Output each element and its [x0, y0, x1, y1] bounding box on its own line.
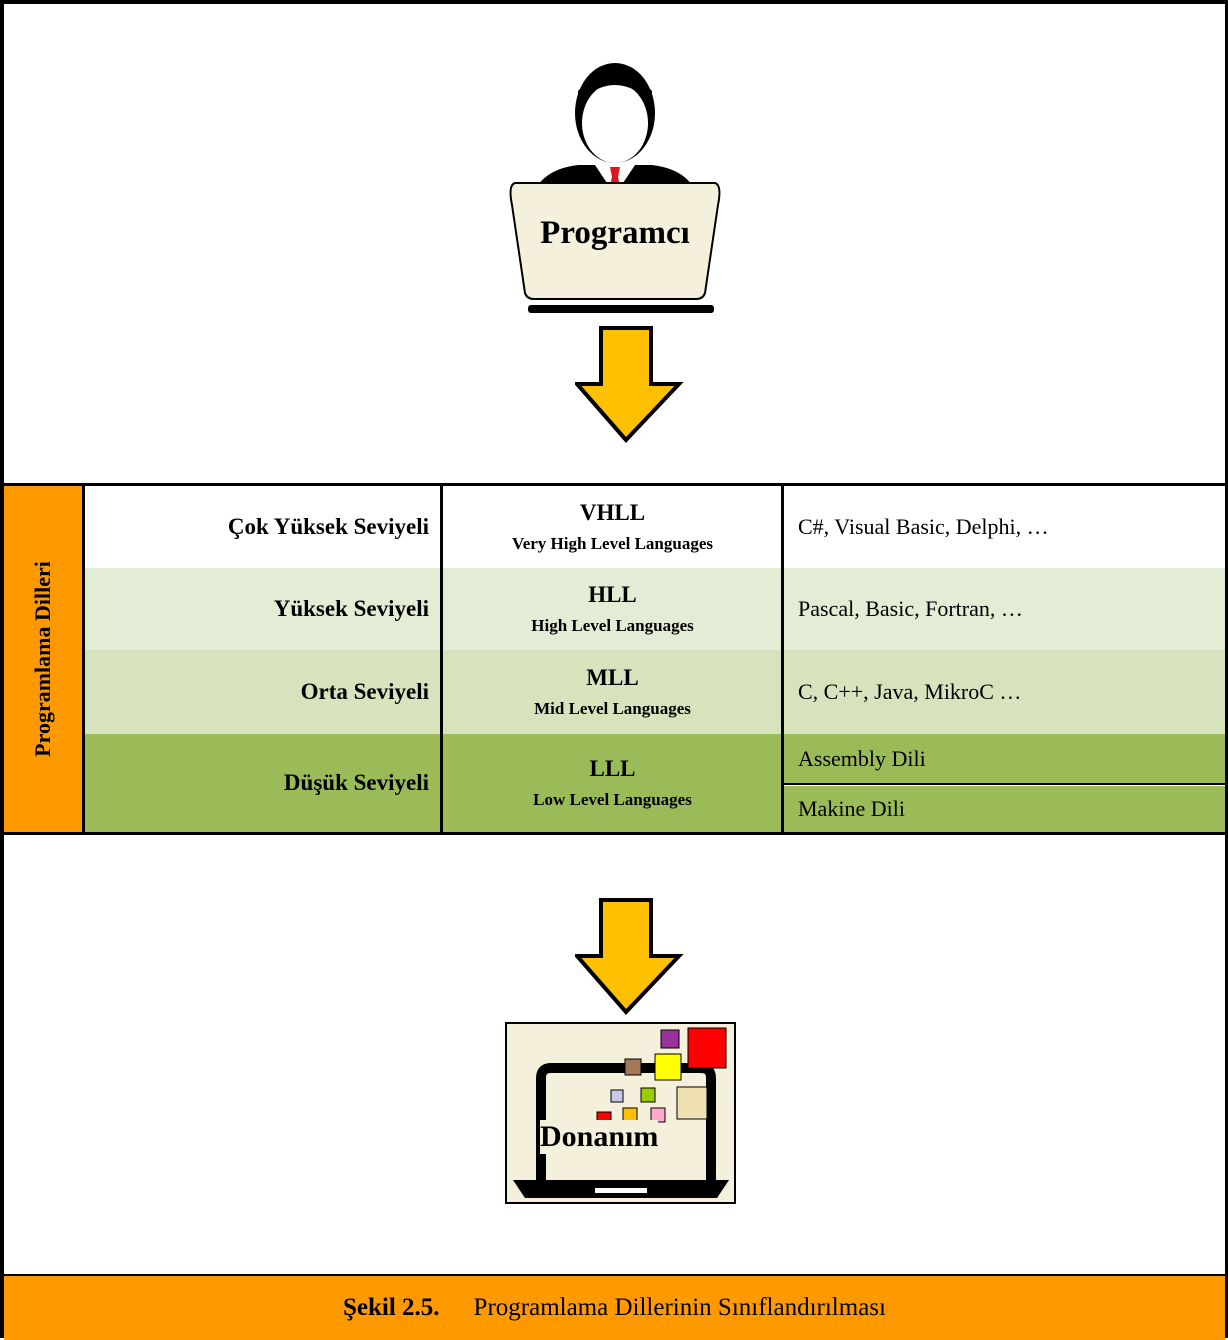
side-label: Programlama Dilleri [30, 561, 55, 757]
figure-caption: Şekil 2.5. Programlama Dillerinin Sınıfl… [4, 1274, 1225, 1340]
table-divider [82, 486, 85, 832]
down-arrow-icon [575, 326, 684, 443]
hardware-label: Donanım [540, 1120, 659, 1154]
caption-number: Şekil 2.5. [343, 1294, 440, 1321]
row-level-label: Yüksek Seviyeli [84, 568, 441, 650]
row-level-label: Çok Yüksek Seviyeli [84, 486, 441, 568]
table-divider [784, 783, 1228, 785]
row-examples-cell: C#, Visual Basic, Delphi, … [784, 486, 1225, 568]
side-label-box [4, 486, 82, 832]
table-divider [781, 486, 784, 832]
table-bottom-rule [0, 832, 1228, 835]
row-examples-cell: Pascal, Basic, Fortran, … [784, 568, 1225, 650]
programmer-label: Programcı [540, 215, 690, 251]
row-examples-cell: C, C++, Java, MikroC … [784, 650, 1225, 734]
table-top-rule [0, 483, 1228, 486]
hardware-icon [505, 1022, 736, 1204]
table-divider [440, 486, 443, 832]
caption-text: Programlama Dillerinin Sınıflandırılması [473, 1294, 886, 1321]
row-examples-cell: Assembly Dili [784, 734, 1225, 784]
row-level-label: Düşük Seviyeli [84, 734, 441, 832]
programmer-icon [509, 63, 721, 313]
row-examples-cell: Makine Dili [784, 786, 1225, 832]
row-level-label: Orta Seviyeli [84, 650, 441, 734]
down-arrow-icon [575, 898, 684, 1015]
